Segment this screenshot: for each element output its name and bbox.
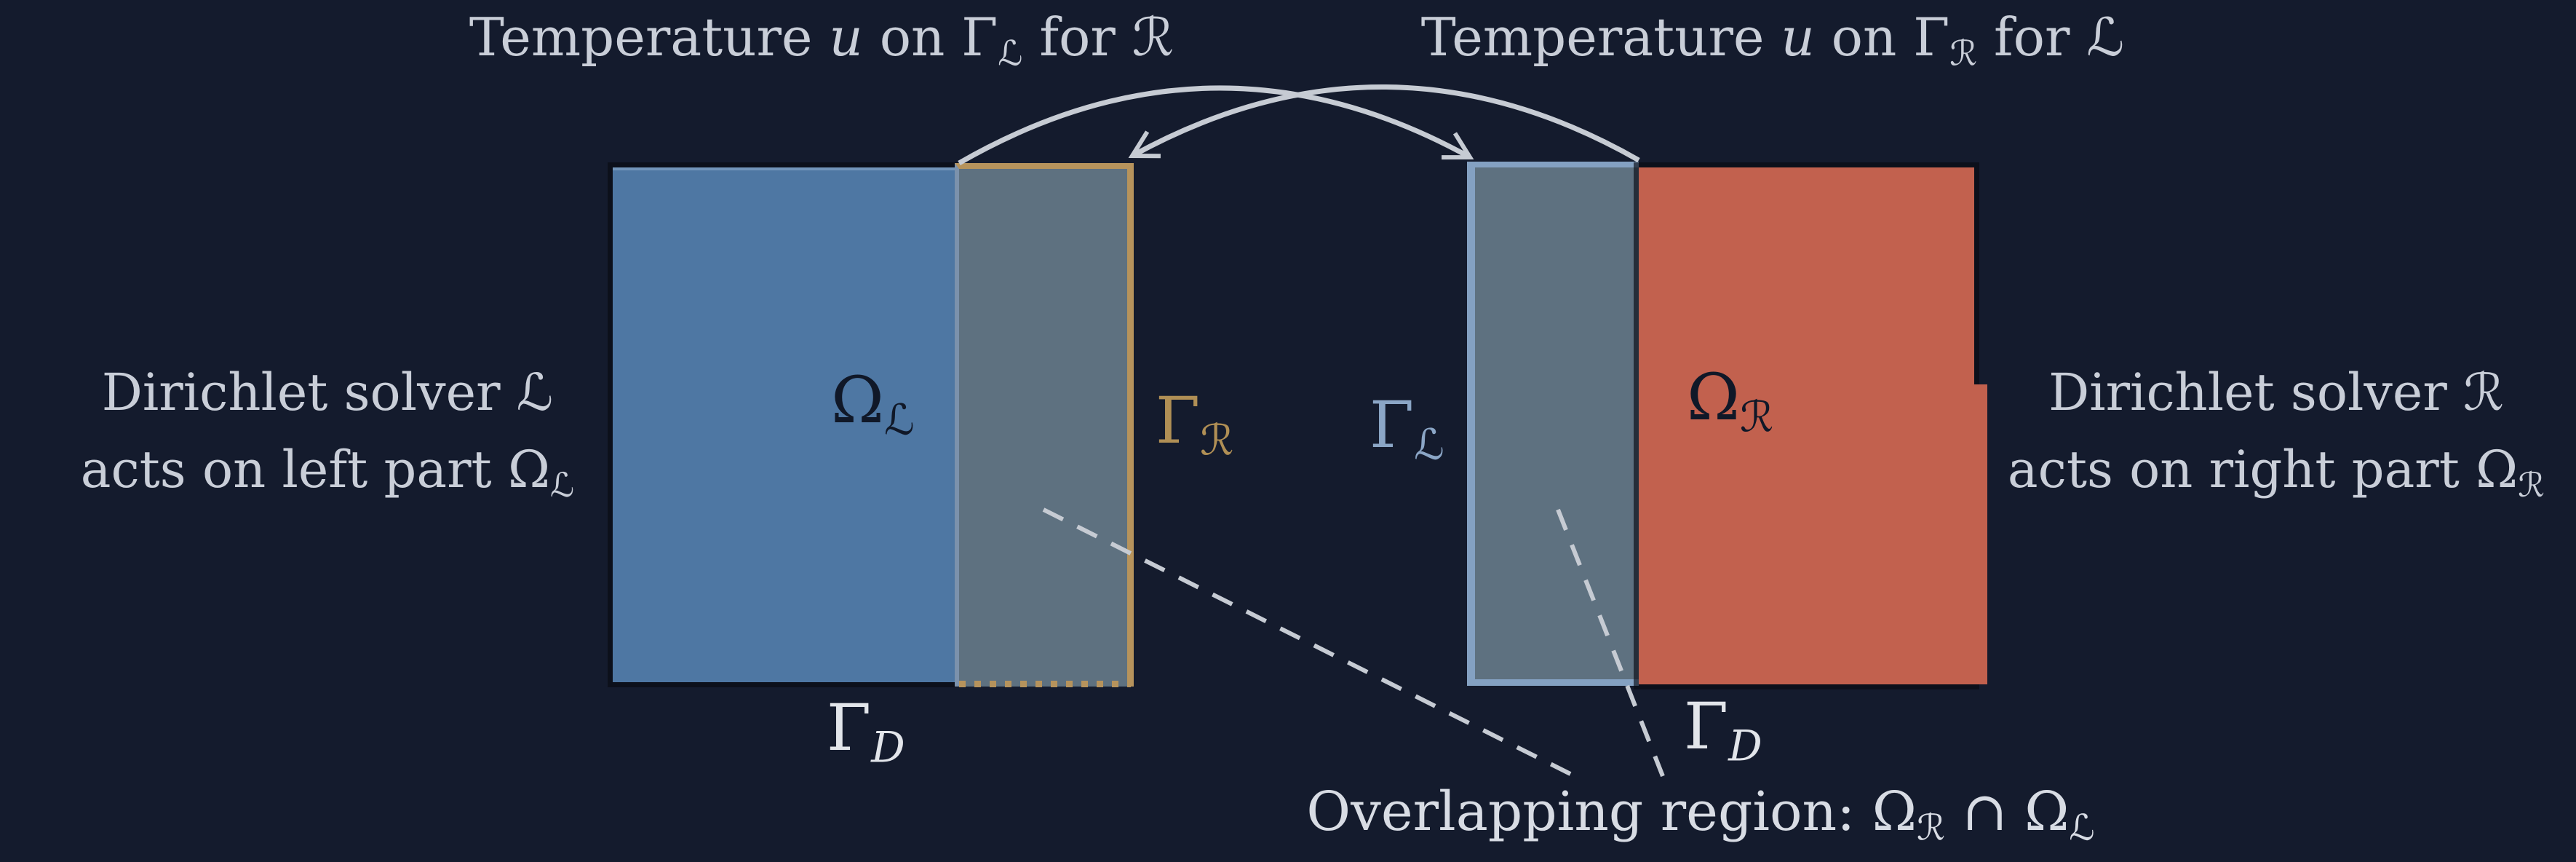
gamma-d-left-sub: D [871,722,905,772]
title-left-mid: on [862,7,962,68]
caption-omega-l-sub: ℒ [2069,807,2095,849]
caption-omega-l: Ω [2024,780,2070,843]
overlap-region-left-figure [955,163,1134,687]
gamma-l-sub: ℒ [1414,419,1444,470]
left-solver-description: Dirichlet solver ℒ acts on left part Ωℒ [36,354,619,523]
gamma-l-label: Γℒ [1370,393,1444,476]
caption-omega-r-sub: ℛ [1917,807,1945,849]
left-solver-line1-text: Dirichlet solver [101,363,517,422]
overlapping-region-caption: Overlapping region: Ωℛ ∩ Ωℒ [1306,780,2094,849]
left-solver-omega: Ω [507,440,550,499]
omega-r-sub: ℛ [1739,392,1774,442]
overlap-left-dotted-bottom-border [959,681,1131,687]
title-left-pre: Temperature [469,7,830,68]
right-solver-omega: Ω [2476,440,2519,499]
right-solver-line1: Dirichlet solver ℛ [1985,354,2567,431]
title-temperature-gamma-l: Temperature u on Γℒ for ℛ [469,7,1174,84]
right-solver-line1-text: Dirichlet solver [2048,363,2464,422]
gamma-d-right-base: Γ [1684,689,1729,764]
omega-l-base: Ω [831,363,884,438]
gamma-d-right-label: ΓD [1684,695,1762,778]
right-solver-script-r: ℛ [2463,363,2504,422]
left-solver-line2: acts on left part Ωℒ [36,431,619,523]
caption-text: Overlapping region: [1306,780,1872,843]
title-right-mid: on [1814,7,1914,68]
omega-right-domain-notch [1968,384,1987,684]
left-solver-line1: Dirichlet solver ℒ [36,354,619,431]
title-right-u-var: u [1781,7,1815,68]
arrow-left-to-gamma-l [958,85,1474,166]
title-right-post: for [1977,7,2087,68]
title-left-post: for [1022,7,1132,68]
caption-omega-r: Ω [1872,780,1917,843]
arrow-right-to-gamma-r [1128,84,1640,163]
gamma-r-label: Γℛ [1156,389,1233,472]
left-solver-script-l: ℒ [516,363,554,422]
caption-intersection-symbol: ∩ [1945,780,2025,843]
omega-left-domain-rect [608,162,964,687]
left-solver-omega-sub: ℒ [550,464,575,505]
right-solver-line2-text: acts on right part [2007,440,2476,499]
title-left-u-var: u [829,7,863,68]
omega-l-sub: ℒ [883,395,915,445]
right-solver-description: Dirichlet solver ℛ acts on right part Ωℛ [1985,354,2567,523]
omega-r-base: Ω [1687,360,1740,435]
gamma-r-sub: ℛ [1200,415,1234,465]
title-temperature-gamma-r: Temperature u on Γℛ for ℒ [1421,7,2124,84]
omega-right-domain-rect [1634,162,1979,689]
left-solver-line2-text: acts on left part [80,440,508,499]
title-left-target-solver: ℛ [1132,7,1174,68]
title-left-gamma: Γ [961,7,998,68]
omega-l-label: Ωℒ [831,368,915,451]
overlap-region-right-figure [1467,162,1639,686]
title-right-pre: Temperature [1420,7,1781,68]
title-left-gamma-sub: ℒ [998,33,1023,74]
title-right-gamma-sub: ℛ [1949,33,1978,74]
gamma-d-left-label: ΓD [827,696,905,779]
gamma-d-right-sub: D [1728,721,1762,771]
title-right-target-solver: ℒ [2086,7,2125,68]
gamma-r-base: Γ [1156,383,1201,458]
gamma-d-left-base: Γ [827,690,872,765]
gamma-l-base: Γ [1370,387,1415,462]
right-solver-omega-sub: ℛ [2518,464,2545,505]
omega-r-label: Ωℛ [1687,365,1773,448]
right-solver-line2: acts on right part Ωℛ [1985,431,2567,523]
title-right-gamma: Γ [1913,7,1950,68]
